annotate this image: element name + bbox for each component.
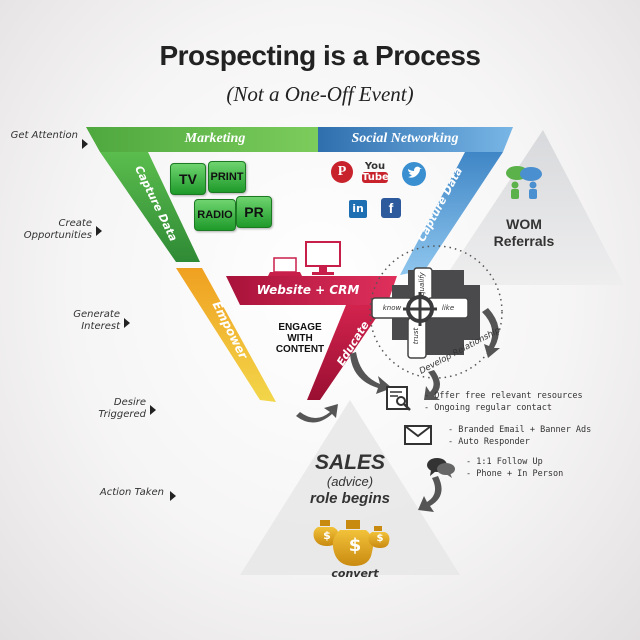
arrow-curve-3 [482,308,500,358]
stage-label-generate-interest: Generate Interest [73,309,120,332]
stage-label-get-attention: Get Attention [10,130,78,141]
know-label: know [382,304,402,312]
tv-box: TV [170,163,206,195]
sales-line-2: (advice) [326,474,374,489]
linkedin-icon: in [349,200,367,218]
action-list-resources: - Offer free relevant resources - Ongoin… [424,390,583,414]
action-line: - Offer free relevant resources [424,391,583,401]
action-line: - Phone + In Person [466,469,564,479]
trust-label: trust [412,327,420,345]
wom-referrals-label: WOM Referrals [482,216,566,250]
relationship-wheel [369,245,503,379]
sales-line-1: SALES [314,451,385,474]
page-title: Prospecting is a Process [159,40,481,71]
youtube-icon: You Tube [362,161,389,191]
youtube-you-text: You [364,161,386,172]
chat-bubbles-icon [426,456,456,480]
radio-box: RADIO [194,199,236,231]
money-symbol-large: $ [348,535,362,556]
monitor-icon [305,241,341,275]
money-symbol-small-right: $ [376,533,384,544]
engage-line-1: ENGAGE [278,322,322,333]
sales-line-3: role begins [309,490,391,507]
website-crm-band [226,276,397,305]
engage-line-3: CONTENT [275,344,325,355]
action-line: - Auto Responder [448,437,530,447]
marketing-label: Marketing [184,131,246,146]
action-list-email: - Branded Email + Banner Ads - Auto Resp… [448,424,591,448]
engage-line-2: WITH [287,333,313,344]
educate-band [307,305,385,400]
wom-line-2: Referrals [493,233,555,249]
arrow-curve-4 [418,476,442,512]
action-line: - Ongoing regular contact [424,403,552,413]
flow-arrows [296,308,500,512]
empower-band [176,268,276,402]
money-symbol-small-left: $ [323,529,331,542]
like-label: like [441,304,455,312]
money-bags [313,520,390,566]
email-icon [404,425,432,445]
capture-data-left-band [100,152,200,262]
wom-triangle [440,130,624,285]
convert-label: convert [331,567,379,580]
pr-box: PR [236,196,272,228]
action-list-followup: - 1:1 Follow Up - Phone + In Person [466,456,563,480]
stage-label-desire-triggered: Desire Triggered [98,397,146,420]
arrow-curve-2 [296,404,338,423]
stage-markers [82,139,176,501]
document-search-icon [386,386,414,412]
wom-line-1: WOM [506,216,542,232]
sales-triangle [240,400,460,575]
website-crm-label: Website + CRM [256,283,360,297]
sales-label: SALES (advice) role begins [290,452,410,508]
page-subtitle: (Not a One-Off Event) [226,82,414,106]
wom-people-icon [504,165,544,199]
stage-label-action-taken: Action Taken [99,487,164,498]
twitter-icon [402,162,426,186]
action-line: - Branded Email + Banner Ads [448,425,592,435]
stage-label-create-opportunities: Create Opportunities [23,218,92,241]
qualify-label: qualify [418,272,426,296]
laptop-icon [268,257,302,276]
capture-data-right-band [400,152,503,275]
engage-content-label: ENGAGE WITH CONTENT [262,322,338,355]
youtube-tube-text: Tube [362,172,389,183]
arrow-curve-5 [424,370,440,400]
print-box: PRINT [208,161,246,193]
pinterest-icon: P [331,161,353,183]
facebook-icon: f [381,198,401,218]
arrow-curve-1 [350,352,392,394]
social-networking-band [318,127,513,152]
action-line: - 1:1 Follow Up [466,457,543,467]
marketing-band [86,127,318,152]
social-networking-label: Social Networking [351,131,459,146]
